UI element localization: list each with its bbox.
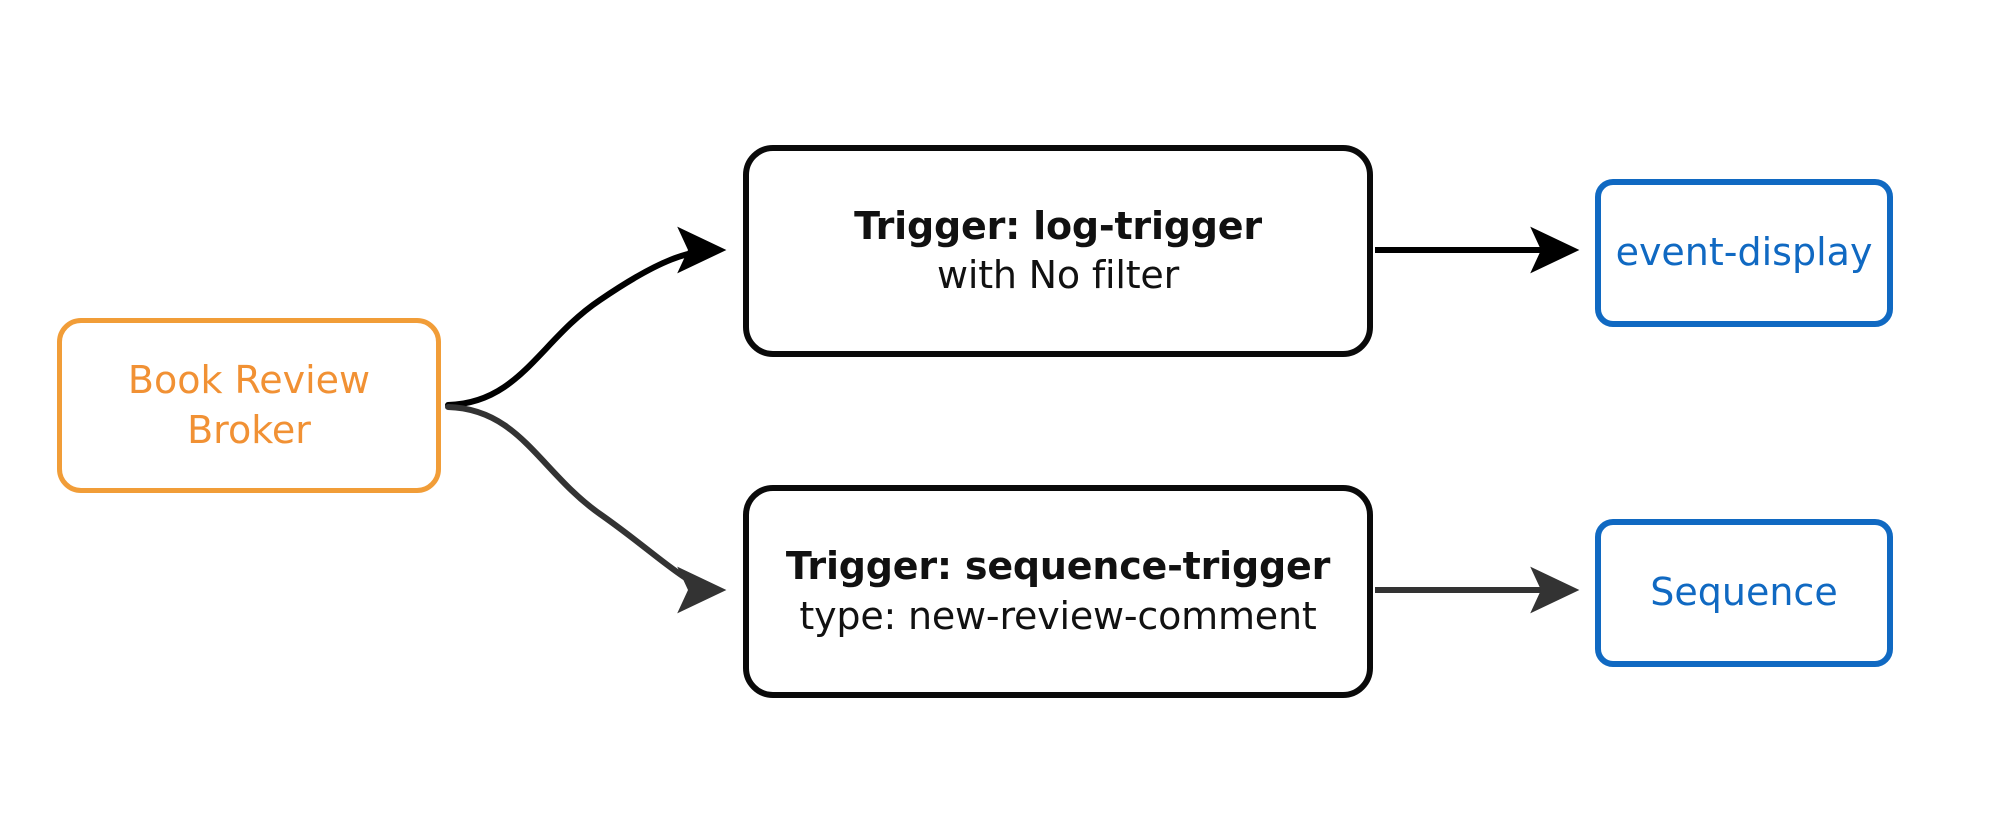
node-trigger-log-trigger[interactable]: Trigger: log-trigger with No filter — [743, 145, 1373, 357]
edge-broker-to-sequence-trigger — [445, 404, 727, 614]
trigger-sequence-title: Trigger: sequence-trigger — [785, 544, 1331, 589]
trigger-log-subtitle: with No filter — [936, 253, 1180, 297]
node-sink-sequence[interactable]: Sequence — [1595, 519, 1893, 667]
broker-label-line-2: Broker — [187, 407, 311, 452]
broker-label-line-1: Book Review — [127, 358, 371, 403]
trigger-sequence-subtitle: type: new-review-comment — [799, 593, 1317, 638]
edge-broker-to-log-trigger — [445, 226, 727, 408]
trigger-log-title: Trigger: log-trigger — [854, 203, 1262, 248]
node-sink-event-display[interactable]: event-display — [1595, 179, 1893, 327]
node-trigger-sequence-trigger[interactable]: Trigger: sequence-trigger type: new-revi… — [743, 485, 1373, 698]
node-book-review-broker[interactable]: Book Review Broker — [57, 318, 441, 493]
sink-sequence-label: Sequence — [1650, 570, 1838, 615]
sink-event-display-label: event-display — [1615, 230, 1873, 275]
